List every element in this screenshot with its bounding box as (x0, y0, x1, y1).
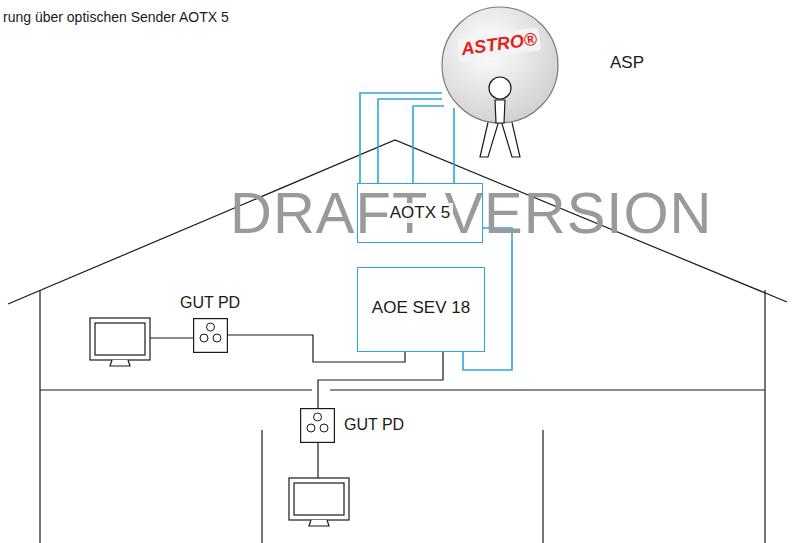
inner-wall (261, 430, 262, 543)
wall (764, 290, 765, 543)
page-heading: rung über optischen Sender AOTX 5 (3, 9, 229, 25)
wall-socket: GUT PD (193, 318, 228, 353)
wall (39, 290, 40, 543)
floor (330, 389, 765, 390)
cable (318, 352, 443, 408)
device-box: AOTX 5 (357, 183, 483, 243)
cable (378, 99, 442, 183)
socket-label: GUT PD (180, 294, 240, 312)
inner-wall (542, 430, 543, 543)
socket-label: GUT PD (344, 416, 404, 434)
house-outline (8, 140, 787, 543)
device-box: AOE SEV 18 (357, 267, 485, 352)
cable (453, 108, 455, 183)
satellite-dish: ASTRO®ASP (440, 5, 560, 125)
watermark: DRAFT VERSION (230, 184, 712, 242)
device-label: ASP (610, 53, 644, 73)
tv-set (289, 443, 349, 526)
device-name: AOTX 5 (387, 203, 453, 223)
socket-symbol (193, 318, 228, 353)
cable (413, 106, 444, 183)
tv-set (90, 318, 193, 366)
device-name: AOE SEV 18 (372, 298, 470, 318)
floor (40, 389, 312, 390)
wall-socket: GUT PD (300, 408, 335, 443)
socket-symbol (300, 408, 335, 443)
dish-illustration (440, 5, 560, 180)
